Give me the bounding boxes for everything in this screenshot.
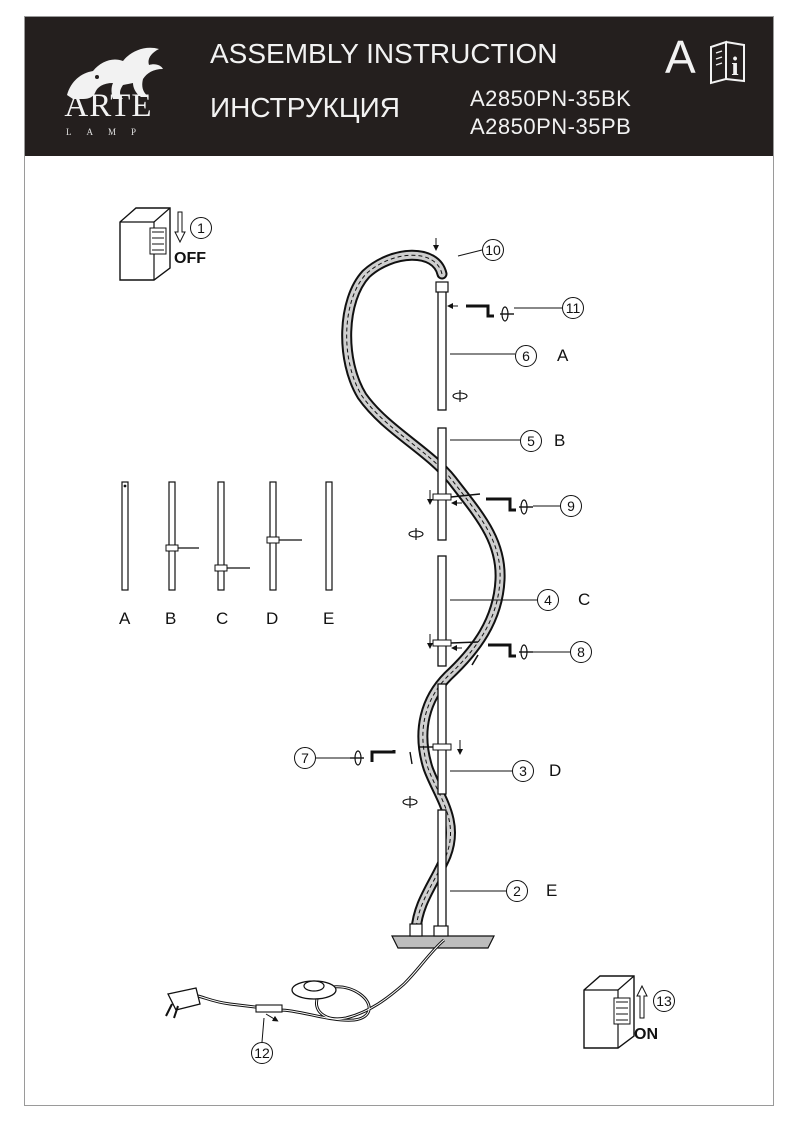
svg-text:i: i	[731, 52, 738, 81]
wall-switch-icon	[119, 207, 171, 281]
legend-label-d: D	[266, 609, 279, 628]
page-frame	[24, 16, 774, 1106]
step-13-number: 13	[653, 990, 675, 1012]
screw-icon	[452, 390, 468, 402]
step-2-number: 2	[506, 880, 528, 902]
manual-info-icon: i	[710, 40, 745, 85]
screw-icon	[519, 499, 533, 515]
tube-a	[437, 285, 447, 411]
legend-label-b: B	[165, 609, 177, 628]
arrow-up-icon	[636, 984, 648, 1019]
step-5-part: B	[554, 431, 566, 450]
step-9-number: 9	[560, 495, 582, 517]
language-letter: A	[665, 31, 696, 83]
model-number-2: A2850PN-35PB	[470, 114, 632, 139]
legend-label-e: E	[323, 609, 335, 628]
brand-name: ARTE	[64, 88, 153, 124]
header-bar: i	[25, 17, 773, 156]
legend-label-c: C	[216, 609, 229, 628]
step-11-number: 11	[562, 297, 584, 319]
legend-tube-c	[214, 481, 250, 591]
step-10-number: 10	[482, 239, 504, 261]
screw-icon	[408, 528, 424, 540]
power-plug-icon	[165, 987, 201, 1019]
tube-e	[437, 809, 447, 931]
step-5-number: 5	[520, 430, 542, 452]
step-6-part: A	[557, 346, 569, 365]
tube-b	[437, 427, 447, 541]
legend-label-a: A	[119, 609, 131, 628]
arrow-down-icon	[174, 211, 186, 244]
screw-icon	[500, 306, 514, 322]
tube-d	[437, 683, 447, 795]
step-4-number: 4	[537, 589, 559, 611]
step-1-number: 1	[190, 217, 212, 239]
switch-off-label: OFF	[174, 250, 206, 267]
allen-key-icon	[466, 304, 494, 318]
step-7-number: 7	[294, 747, 316, 769]
title-english: ASSEMBLY INSTRUCTION	[210, 38, 558, 69]
step-4-part: C	[578, 590, 591, 609]
model-number-1: A2850PN-35BK	[470, 86, 632, 111]
step-3-part: D	[549, 761, 562, 780]
switch-on-label: ON	[634, 1026, 658, 1043]
screw-icon	[402, 796, 418, 808]
screw-icon	[519, 644, 533, 660]
legend-tube-d	[266, 481, 302, 591]
title-russian: ИНСТРУКЦИЯ	[210, 92, 400, 123]
allen-key-icon	[370, 750, 396, 762]
allen-key-icon	[488, 643, 516, 658]
legend-tube-a	[121, 481, 129, 591]
step-8-number: 8	[570, 641, 592, 663]
legend-tube-e	[325, 481, 333, 591]
step-6-number: 6	[515, 345, 537, 367]
screw-icon	[350, 750, 364, 766]
foot-switch-icon	[291, 980, 337, 1000]
step-2-part: E	[546, 881, 558, 900]
lamp-base	[391, 923, 495, 949]
brand-subtitle: LAMP	[65, 127, 151, 137]
wall-switch-icon	[583, 975, 635, 1049]
step-12-number: 12	[251, 1042, 273, 1064]
lion-logo-icon	[67, 47, 163, 99]
led-strip	[341, 249, 506, 936]
tube-c	[437, 555, 447, 667]
legend-tube-b	[165, 481, 199, 591]
allen-key-icon	[486, 497, 516, 512]
step-3-number: 3	[512, 760, 534, 782]
